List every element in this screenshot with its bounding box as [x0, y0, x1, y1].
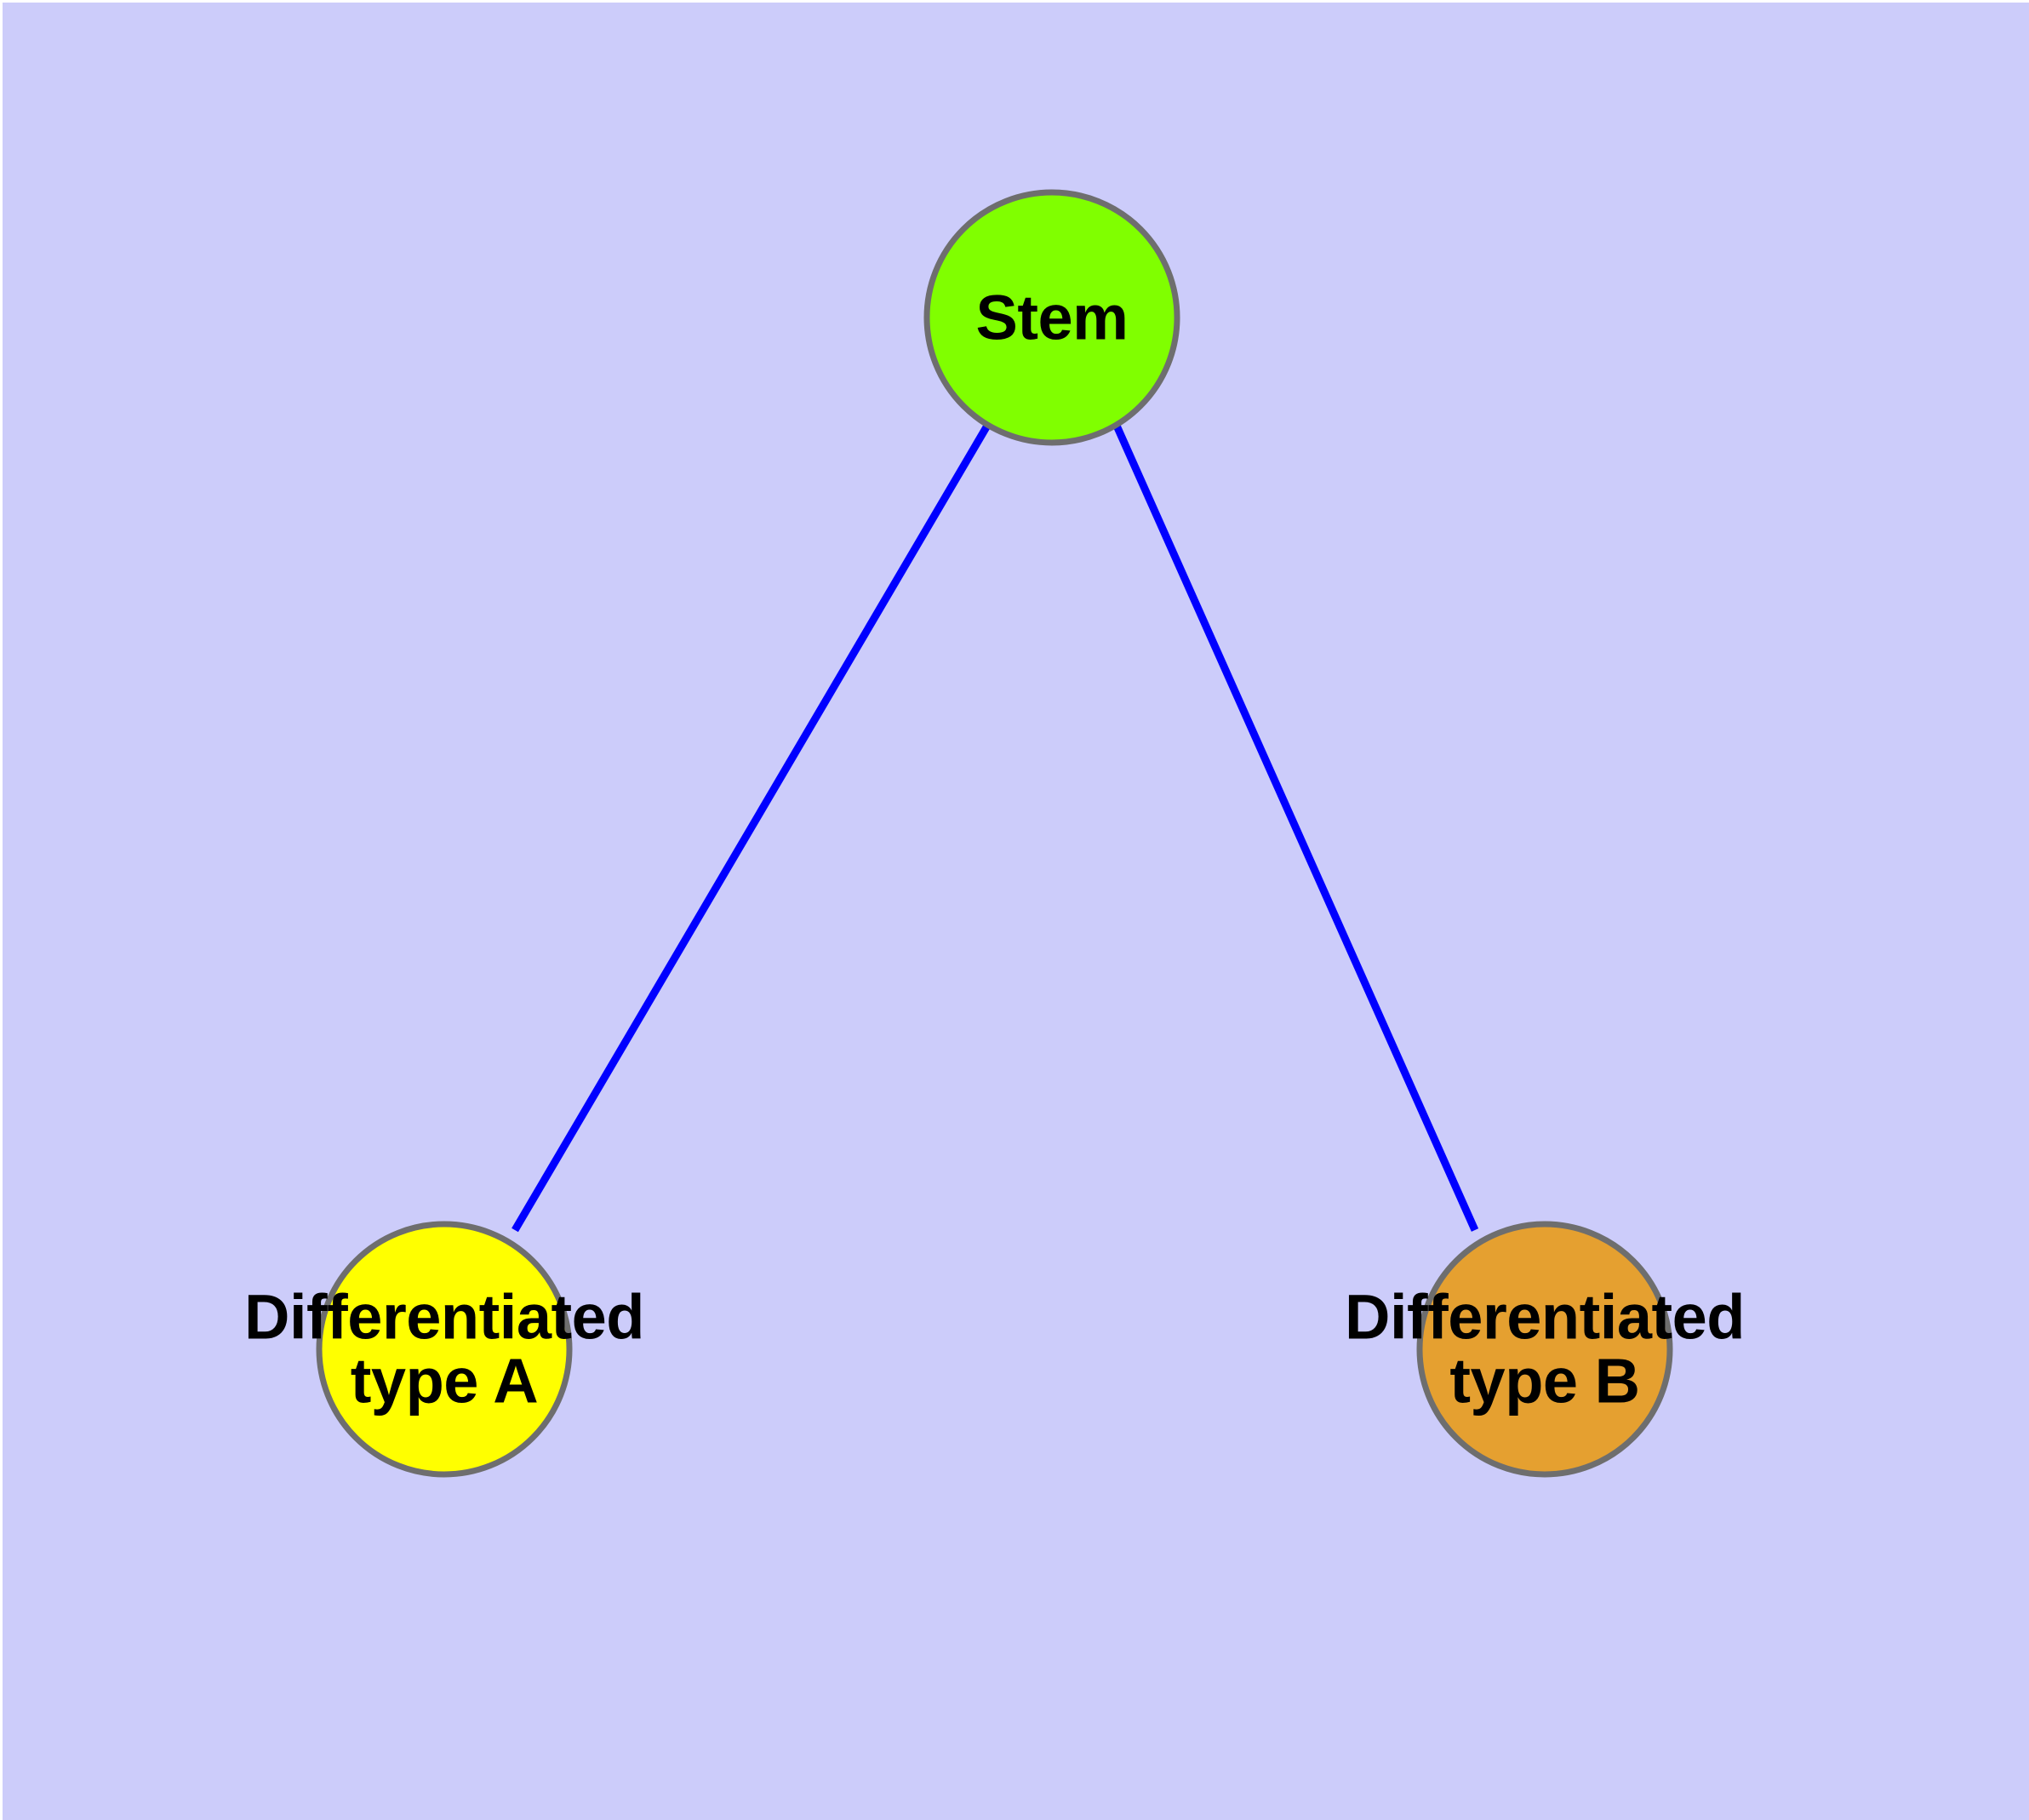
node-layer: [316, 189, 1673, 1478]
edge-stem-to-diff-b[interactable]: [1112, 424, 1479, 1232]
node-circle-differentiated-type-b[interactable]: [1416, 1221, 1673, 1478]
edge-stem-to-diff-a[interactable]: [512, 423, 991, 1233]
edge-layer: [512, 423, 1479, 1233]
node-circle-differentiated-type-a[interactable]: [316, 1221, 573, 1478]
node-circle-stem[interactable]: [923, 189, 1180, 446]
